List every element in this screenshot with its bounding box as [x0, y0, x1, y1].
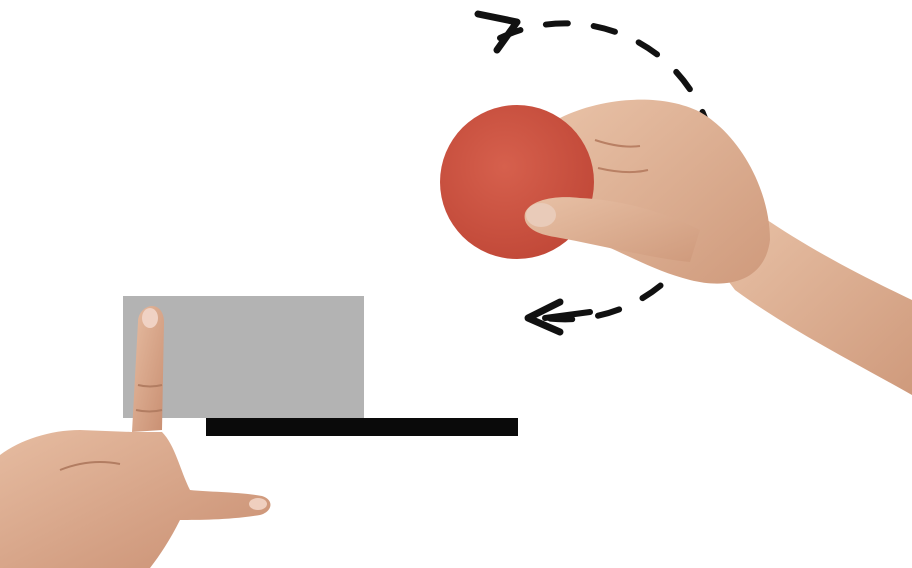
fingernail [142, 308, 158, 328]
black-bar [206, 418, 518, 436]
